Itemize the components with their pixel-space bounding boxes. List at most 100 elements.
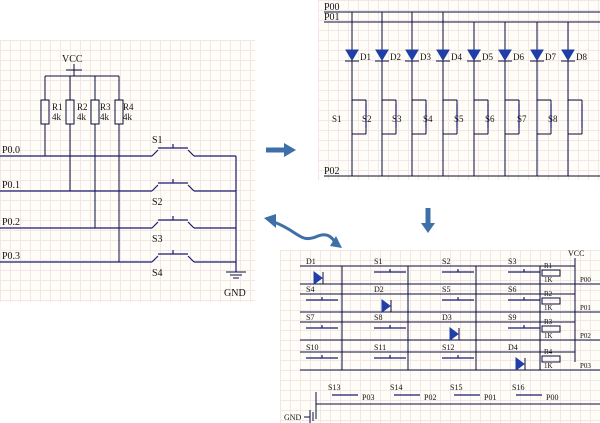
svg-text:4k: 4k: [52, 112, 62, 122]
switch-label: S6: [485, 114, 495, 124]
port-label: P00: [546, 393, 558, 402]
port-label: P00: [580, 276, 591, 284]
switch-label: S1: [374, 257, 382, 266]
row-p01: P0.1 S2: [0, 179, 236, 208]
diode-icon: [449, 327, 459, 341]
diode-icon: [436, 49, 450, 61]
port-label: P01: [580, 304, 591, 312]
diode-icon: [561, 49, 575, 61]
svg-text:S4: S4: [152, 268, 163, 279]
switch-label: S6: [508, 285, 516, 294]
diode-label: D3: [442, 313, 452, 322]
gnd-label: GND: [224, 288, 246, 299]
diode-label: D2: [374, 285, 384, 294]
diode-label: D4: [508, 343, 518, 352]
diode-icon: [381, 299, 391, 313]
vcc-label: VCC: [62, 54, 83, 65]
port-label: P02: [424, 393, 436, 402]
switch-label: S3: [508, 257, 516, 266]
row-p02: P0.2 S3: [0, 216, 236, 245]
resistor-value: 1K: [544, 276, 553, 284]
resistor-icon: [541, 269, 561, 277]
double-arrow-curve-icon: [264, 214, 342, 248]
svg-text:R1: R1: [52, 102, 63, 112]
arrow-right-icon: [266, 143, 296, 157]
resistor-icon: [541, 355, 561, 363]
resistor-value: 1K: [544, 304, 553, 312]
ground-icon: [226, 271, 246, 279]
diode-label: D8: [576, 52, 587, 62]
switch-label: S7: [517, 114, 527, 124]
switch-label: S16: [512, 383, 524, 392]
diode-label: D4: [451, 52, 462, 62]
switch-label: S5: [454, 114, 464, 124]
switch-label: S11: [374, 343, 386, 352]
svg-text:4k: 4k: [123, 112, 133, 122]
svg-text:4k: 4k: [77, 112, 87, 122]
diode-label: D3: [420, 52, 431, 62]
svg-text:R2: R2: [77, 102, 88, 112]
diode-label: D6: [513, 52, 524, 62]
switch-label: S1: [332, 114, 342, 124]
diode-icon: [530, 49, 544, 61]
bus-p00-label: P00: [324, 2, 340, 13]
svg-text:P0.1: P0.1: [2, 180, 20, 191]
switch-label: S9: [508, 313, 516, 322]
switch-label: S12: [442, 343, 454, 352]
diode-label: D2: [390, 52, 401, 62]
row-p03: P0.3 S4: [0, 250, 236, 279]
switch-label: S5: [442, 285, 450, 294]
switch-label: S4: [306, 285, 314, 294]
diode-switch-svg: P00 P01 P02 D1S1D2S2D3S3D4S4D5S5D6S6D7S7…: [324, 2, 600, 177]
resistor-label: R2: [544, 290, 553, 298]
svg-text:4k: 4k: [100, 112, 110, 122]
diode-icon: [405, 49, 419, 61]
resistor-label: R4: [544, 348, 553, 356]
diode-icon: [498, 49, 512, 61]
switch-label: S10: [306, 343, 318, 352]
switch-label: S8: [548, 114, 558, 124]
port-label: P02: [580, 332, 591, 340]
switch-label: S3: [392, 114, 402, 124]
row-p00: P0.0 S1: [0, 135, 236, 157]
port-label: P03: [362, 393, 374, 402]
gnd-label: GND: [284, 413, 302, 422]
diode-label: D5: [482, 52, 493, 62]
resistor-label: R1: [544, 262, 553, 270]
resistor-value: 1K: [544, 362, 553, 370]
svg-text:P0.2: P0.2: [2, 217, 20, 228]
port-label: P01: [484, 393, 496, 402]
bus-p02-label: P02: [324, 166, 340, 177]
svg-text:R4: R4: [123, 102, 134, 112]
diode-label: D1: [360, 52, 371, 62]
switch-label: S8: [374, 313, 382, 322]
svg-text:S3: S3: [152, 234, 163, 245]
diode-label: D7: [545, 52, 556, 62]
vcc-label: VCC: [568, 250, 584, 258]
switch-label: S4: [423, 114, 433, 124]
diode-icon: [313, 271, 323, 285]
switch-label: S7: [306, 313, 314, 322]
ground-icon: [304, 410, 317, 423]
svg-text:S1: S1: [152, 135, 163, 146]
